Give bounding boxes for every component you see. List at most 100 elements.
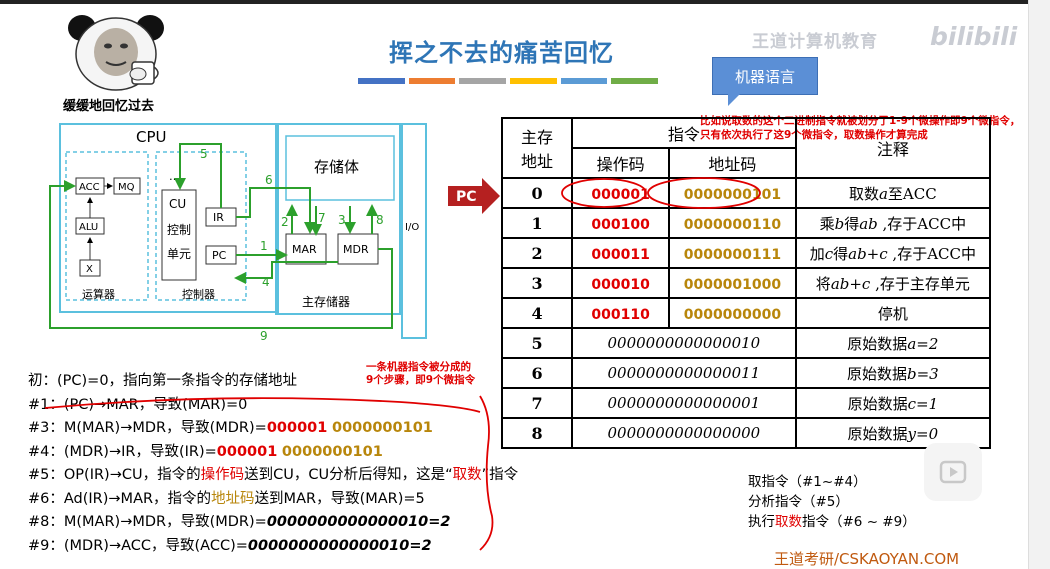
main-memory-label: 主存储器 bbox=[302, 294, 350, 309]
legend-fetch-word: 取数 bbox=[775, 514, 802, 530]
instruction-table: 主存 地址 指令 注释 操作码 地址码 0 000001 0000000101 … bbox=[501, 117, 991, 449]
storage-label: 存储体 bbox=[314, 158, 359, 176]
row-note: 乘b得ab ,存于ACC中 bbox=[796, 208, 990, 238]
note-var: b bbox=[835, 215, 845, 233]
step-1-number: 1 bbox=[260, 239, 268, 253]
note-var: c bbox=[825, 245, 833, 263]
ir-label: IR bbox=[213, 211, 224, 224]
nine-steps-annotation: 一条机器指令被分成的 9个步骤，即9个微指令 bbox=[366, 361, 475, 387]
row-addr: 5 bbox=[502, 328, 572, 358]
bubble-tail bbox=[728, 92, 742, 106]
note-text: 原始数据 bbox=[848, 395, 908, 413]
panda-meme-image bbox=[62, 12, 170, 92]
step-4-number: 4 bbox=[262, 275, 270, 289]
pc-reg-label: PC bbox=[212, 249, 227, 262]
row-note: 停机 bbox=[796, 298, 990, 328]
legend-text: 执行 bbox=[748, 514, 775, 530]
meme-caption: 缓缓地回忆过去 bbox=[63, 95, 154, 114]
note-var: a bbox=[879, 185, 888, 203]
row-data-bits: 0000000000000001 bbox=[572, 388, 796, 418]
note-var: b=3 bbox=[907, 365, 939, 383]
note-text: ,存于主存单元 bbox=[870, 275, 970, 293]
row-note: 将ab+c ,存于主存单元 bbox=[796, 268, 990, 298]
highlight-circles bbox=[558, 176, 764, 210]
cu-ctrl-label: 控制 bbox=[167, 223, 191, 237]
cpu-label: CPU bbox=[136, 128, 167, 146]
bilibili-logo: bilibili bbox=[930, 22, 1017, 51]
table-row: 3 000010 0000001000 将ab+c ,存于主存单元 bbox=[502, 268, 990, 298]
title-color-bars bbox=[358, 78, 658, 84]
legend-text: 指令（#6 ~ #9） bbox=[802, 514, 916, 530]
table-row: 8 0000000000000000 原始数据y=0 bbox=[502, 418, 990, 448]
note-text: 得 bbox=[844, 215, 859, 233]
note-text: 原始数据 bbox=[847, 335, 907, 353]
note-header: 注释 bbox=[796, 118, 990, 178]
row-addrcode: 0000000110 bbox=[684, 217, 781, 233]
note-var: ab bbox=[859, 215, 878, 233]
row-addr: 1 bbox=[502, 208, 572, 238]
step-2-number: 2 bbox=[281, 215, 289, 229]
note-var: ab+c bbox=[831, 275, 871, 293]
table-row: 6 0000000000000011 原始数据b=3 bbox=[502, 358, 990, 388]
note-var: a=2 bbox=[907, 335, 938, 353]
mdr-label: MDR bbox=[343, 243, 369, 256]
row-note: 原始数据a=2 bbox=[796, 328, 990, 358]
color-bar bbox=[561, 78, 608, 84]
controller-label: 控制器 bbox=[182, 287, 215, 301]
addr-header-line2: 地址 bbox=[503, 148, 571, 172]
note-var: ab+c bbox=[848, 245, 888, 263]
machine-language-bubble: 机器语言 bbox=[712, 57, 818, 95]
color-bar bbox=[510, 78, 557, 84]
addrcode-header: 地址码 bbox=[669, 148, 796, 178]
legend-analyze: 分析指令（#5） bbox=[748, 492, 916, 512]
row-opcode: 000010 bbox=[591, 277, 649, 293]
note-text: 加 bbox=[810, 245, 825, 263]
watermark-text: 王道计算机教育 bbox=[752, 27, 878, 52]
note-text: 乘 bbox=[820, 215, 835, 233]
legend-execute: 执行取数指令（#6 ~ #9） bbox=[748, 512, 916, 532]
cu-label: CU bbox=[169, 197, 186, 211]
top-border bbox=[0, 0, 1050, 4]
table-row: 4 000110 0000000000 停机 bbox=[502, 298, 990, 328]
note-var: y=0 bbox=[908, 425, 939, 443]
table-row: 5 0000000000000010 原始数据a=2 bbox=[502, 328, 990, 358]
note-text: 将 bbox=[816, 275, 831, 293]
alu-unit-label: 运算器 bbox=[82, 287, 115, 301]
color-bar bbox=[358, 78, 405, 84]
alu-label: ALU bbox=[79, 222, 98, 233]
row-opcode: 000110 bbox=[591, 307, 649, 323]
legend-fetch: 取指令（#1~#4） bbox=[748, 472, 916, 492]
table-row: 7 0000000000000001 原始数据c=1 bbox=[502, 388, 990, 418]
row-addrcode: 0000001000 bbox=[684, 277, 781, 293]
note-text: 原始数据 bbox=[847, 365, 907, 383]
note-text: ,存于ACC中 bbox=[888, 245, 976, 263]
red-handwritten-marks bbox=[40, 386, 510, 552]
dots: … bbox=[169, 170, 180, 183]
addr-header: 主存 地址 bbox=[502, 118, 572, 178]
acc-label: ACC bbox=[79, 182, 100, 193]
pc-arrow-label: PC bbox=[456, 189, 477, 205]
video-play-button[interactable] bbox=[924, 443, 982, 501]
row-addrcode: 0000000000 bbox=[684, 307, 781, 323]
x-label: X bbox=[86, 264, 93, 275]
step-9-number: 9 bbox=[260, 329, 268, 343]
step-8-number: 8 bbox=[376, 213, 384, 227]
mq-label: MQ bbox=[118, 182, 135, 193]
instr-header: 指令 bbox=[572, 118, 796, 148]
row-opcode: 000100 bbox=[591, 217, 649, 233]
table-row: 1 000100 0000000110 乘b得ab ,存于ACC中 bbox=[502, 208, 990, 238]
color-bar bbox=[409, 78, 456, 84]
color-bar bbox=[611, 78, 658, 84]
row-data-bits: 0000000000000000 bbox=[572, 418, 796, 448]
step-5-number: 5 bbox=[200, 147, 208, 161]
note-text: ,存于ACC中 bbox=[878, 215, 966, 233]
slide-title: 挥之不去的痛苦回忆 bbox=[389, 33, 614, 68]
row-data-bits: 0000000000000010 bbox=[572, 328, 796, 358]
io-label: I/O bbox=[405, 222, 419, 233]
row-addr: 3 bbox=[502, 268, 572, 298]
play-icon bbox=[938, 457, 968, 487]
mar-label: MAR bbox=[292, 243, 317, 256]
annotation-line: 一条机器指令被分成的 bbox=[366, 361, 475, 374]
note-text: 原始数据 bbox=[848, 425, 908, 443]
row-note: 原始数据c=1 bbox=[796, 388, 990, 418]
